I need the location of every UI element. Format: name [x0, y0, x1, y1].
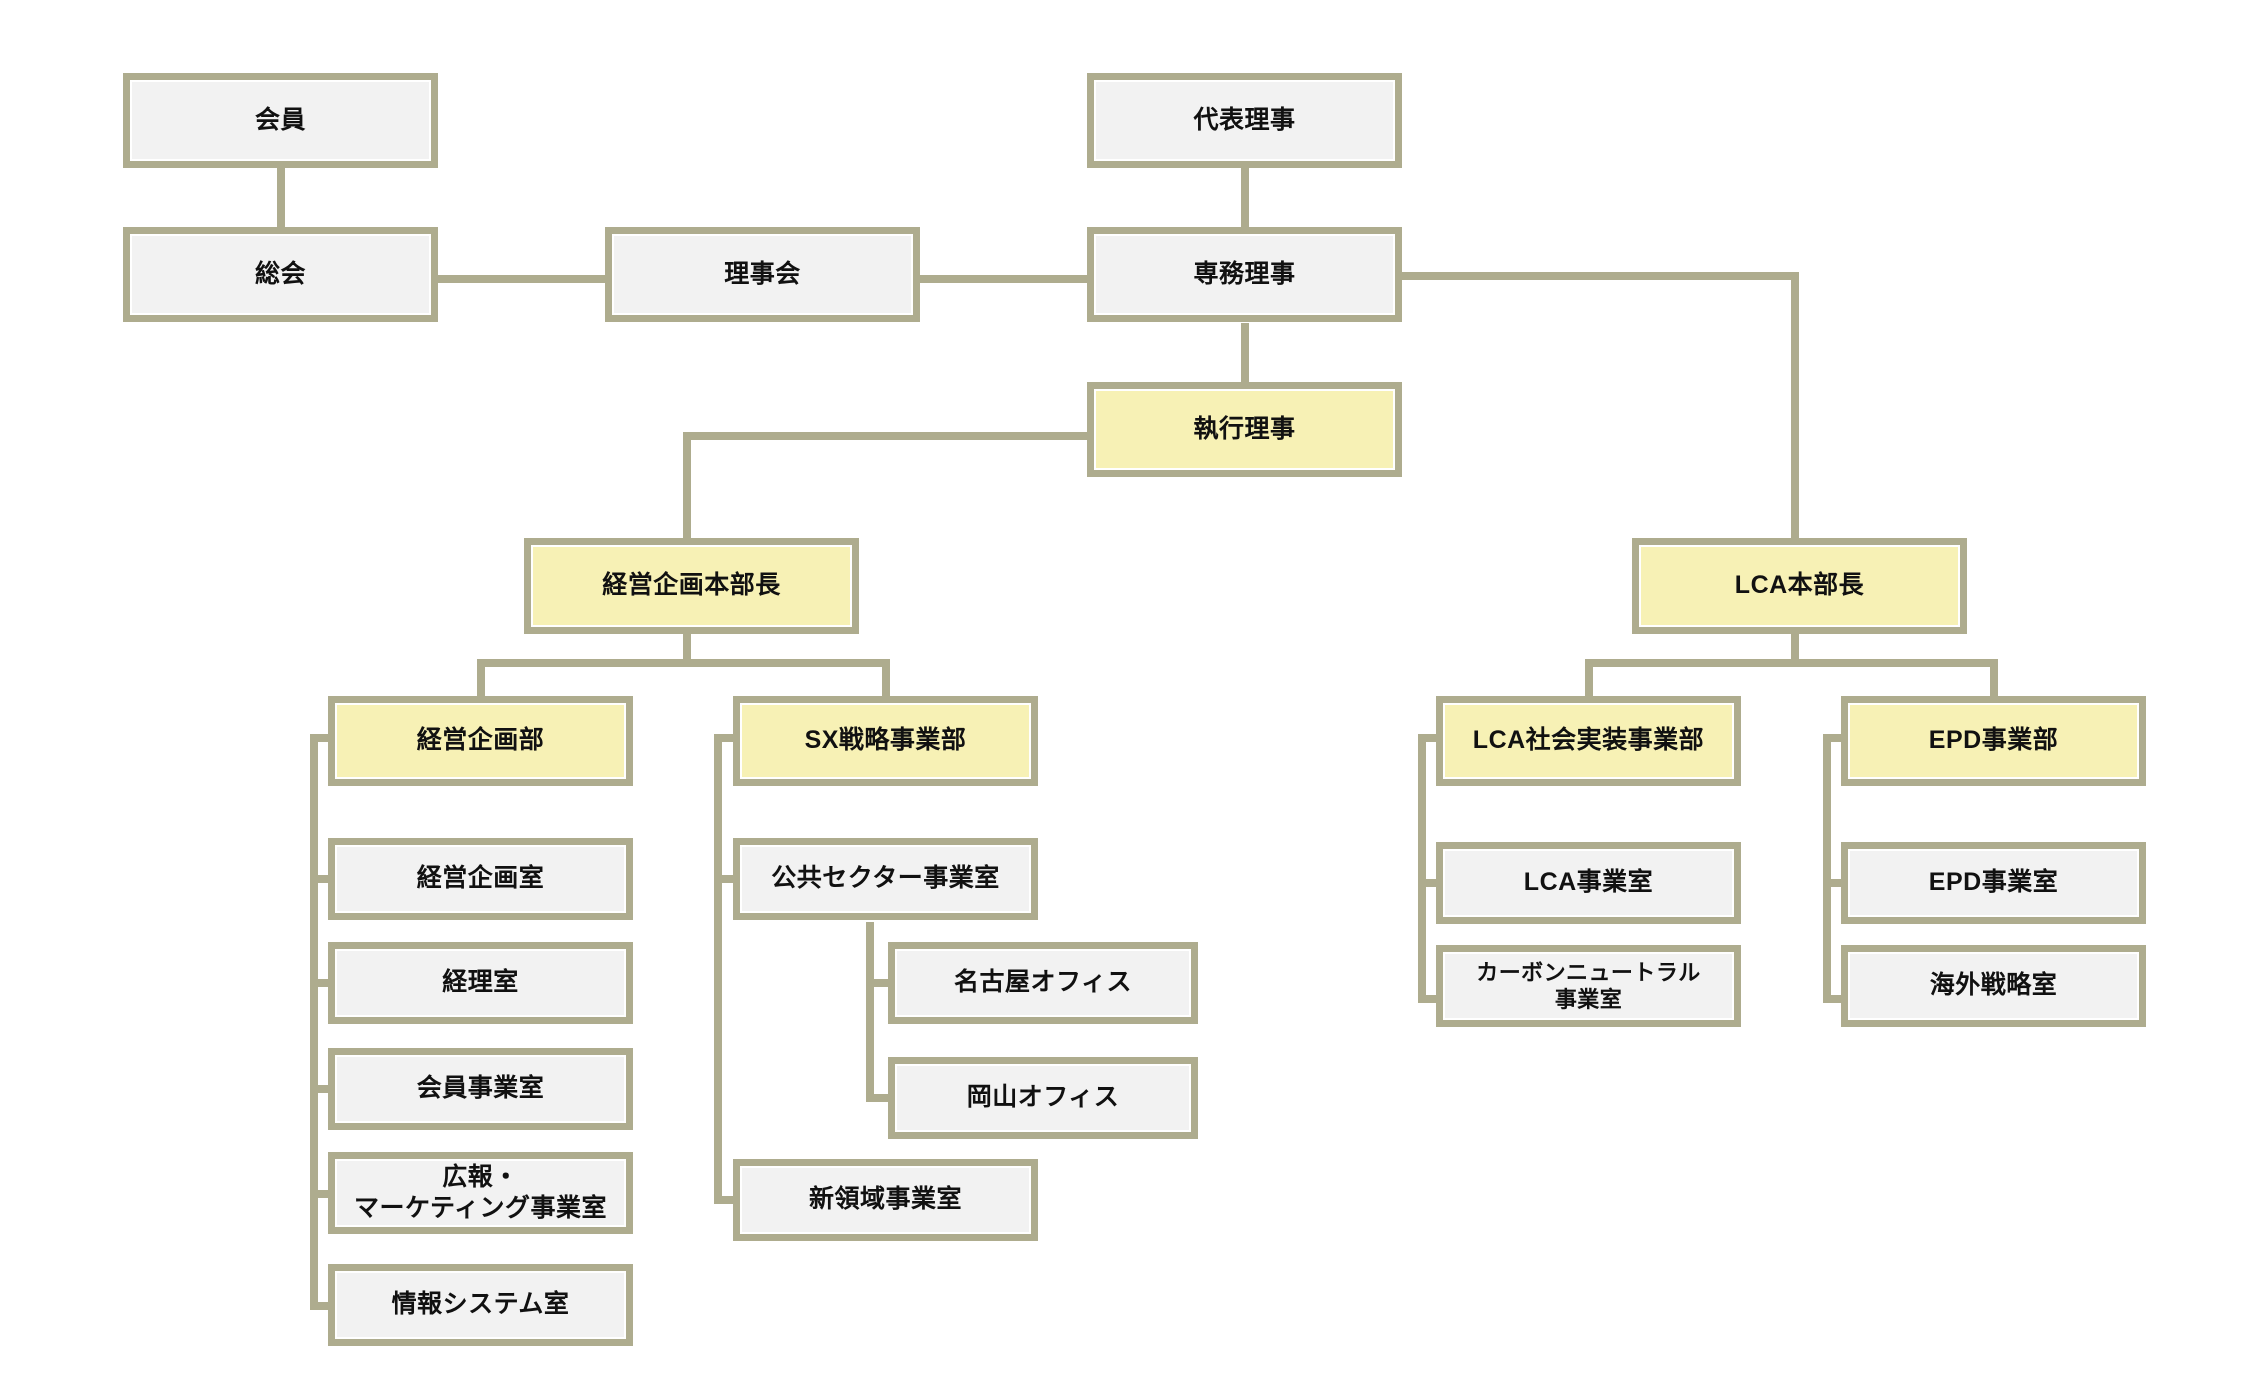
connector-lca-shakai-spine [1418, 738, 1426, 1003]
node-shinryoiki-jigyo-shitsu-label: 新領域事業室 [808, 1185, 962, 1214]
node-shinryoiki-jigyo-shitsu[interactable]: 新領域事業室 [733, 1159, 1038, 1241]
node-epd-jigyobu[interactable]: EPD事業部 [1841, 696, 2146, 786]
node-keiri-shitsu-label: 経理室 [442, 968, 519, 997]
connector-lca-honbu-stem [1791, 633, 1799, 667]
node-epd-jigyobu-label: EPD事業部 [1928, 726, 2059, 755]
node-okayama-office[interactable]: 岡山オフィス [888, 1057, 1198, 1139]
node-keiri-shitsu[interactable]: 経理室 [328, 942, 633, 1024]
connector-senmu-lca-vertical [1791, 272, 1799, 539]
node-nagoya-office-label: 名古屋オフィス [953, 968, 1132, 997]
connector-keiei-honbu-drop-left [477, 659, 485, 696]
node-keiei-kikaku-honbucho[interactable]: 経営企画本部長 [524, 538, 859, 634]
node-kaiin-label: 会員 [254, 105, 306, 134]
connector-shikko-keiei-horizontal [683, 432, 1093, 440]
node-lca-jigyo-shitsu[interactable]: LCA事業室 [1436, 842, 1741, 924]
connector-kaiin-soukai [277, 166, 285, 227]
connector-shikko-keiei-vertical [683, 432, 691, 539]
node-kaigai-senryaku-shitsu-label: 海外戦略室 [1929, 971, 2058, 1000]
node-shikko-riji[interactable]: 執行理事 [1087, 382, 1402, 477]
node-epd-jigyo-shitsu-label: EPD事業室 [1928, 868, 2059, 897]
connector-lca-honbu-bar [1585, 659, 1998, 667]
node-lca-shakai-jissou-jigyobu-label: LCA社会実装事業部 [1472, 726, 1705, 755]
connector-keiei-honbu-drop-right [882, 659, 890, 696]
node-lca-honbucho-label: LCA本部長 [1734, 571, 1865, 600]
connector-lca-honbu-drop-right [1990, 659, 1998, 696]
connector-lca-honbu-drop-left [1585, 659, 1593, 696]
node-kaiin[interactable]: 会員 [123, 73, 438, 168]
node-kaigai-senryaku-shitsu[interactable]: 海外戦略室 [1841, 945, 2146, 1027]
connector-sx-bu-spine [714, 738, 722, 1204]
node-lca-honbucho[interactable]: LCA本部長 [1632, 538, 1967, 634]
node-sx-senryaku-jigyobu-label: SX戦略事業部 [804, 726, 967, 755]
node-keiei-kikaku-bu-label: 経営企画部 [416, 726, 545, 755]
node-keiei-kikaku-shitsu-label: 経営企画室 [416, 864, 545, 893]
node-daihyo-riji-label: 代表理事 [1193, 105, 1296, 134]
node-keiei-kikaku-bu[interactable]: 経営企画部 [328, 696, 633, 786]
connector-kokyo-spine [866, 922, 874, 1102]
connector-senmu-lca-horizontal [1396, 272, 1799, 280]
node-kokyo-sector-jigyo-shitsu[interactable]: 公共セクター事業室 [733, 838, 1038, 920]
node-sx-senryaku-jigyobu[interactable]: SX戦略事業部 [733, 696, 1038, 786]
node-kaiin-jigyo-shitsu[interactable]: 会員事業室 [328, 1048, 633, 1130]
connector-soukai-rijikai [437, 275, 607, 283]
node-kaiin-jigyo-shitsu-label: 会員事業室 [416, 1074, 545, 1103]
connector-keiei-honbu-stem [683, 633, 691, 667]
node-okayama-office-label: 岡山オフィス [966, 1083, 1120, 1112]
connector-epd-bu-spine [1823, 738, 1831, 1003]
node-epd-jigyo-shitsu[interactable]: EPD事業室 [1841, 842, 2146, 924]
node-soukai-label: 総会 [254, 259, 306, 288]
node-carbon-neutral-jigyo-shitsu-label: カーボンニュートラル 事業室 [1476, 959, 1701, 1013]
node-keiei-kikaku-shitsu[interactable]: 経営企画室 [328, 838, 633, 920]
node-nagoya-office[interactable]: 名古屋オフィス [888, 942, 1198, 1024]
node-rijikai[interactable]: 理事会 [605, 227, 920, 322]
node-kokyo-sector-jigyo-shitsu-label: 公共セクター事業室 [771, 864, 1000, 893]
node-daihyo-riji[interactable]: 代表理事 [1087, 73, 1402, 168]
node-lca-shakai-jissou-jigyobu[interactable]: LCA社会実装事業部 [1436, 696, 1741, 786]
node-carbon-neutral-jigyo-shitsu[interactable]: カーボンニュートラル 事業室 [1436, 945, 1741, 1027]
connector-kokyo-stub-1 [866, 1094, 906, 1102]
node-soukai[interactable]: 総会 [123, 227, 438, 322]
connector-keiei-honbu-bar [477, 659, 890, 667]
node-rijikai-label: 理事会 [724, 259, 801, 288]
node-keiei-kikaku-honbucho-label: 経営企画本部長 [602, 571, 781, 600]
connector-rijikai-senmu [919, 275, 1091, 283]
node-shikko-riji-label: 執行理事 [1193, 414, 1296, 443]
connector-senmu-shikko [1241, 323, 1249, 383]
node-koho-marketing-shitsu[interactable]: 広報・ マーケティング事業室 [328, 1152, 633, 1234]
node-lca-jigyo-shitsu-label: LCA事業室 [1523, 868, 1654, 897]
node-joho-system-shitsu-label: 情報システム室 [391, 1290, 570, 1319]
node-joho-system-shitsu[interactable]: 情報システム室 [328, 1264, 633, 1346]
connector-daihyo-senmu [1241, 166, 1249, 227]
connector-keiei-bu-spine [310, 738, 318, 1310]
node-koho-marketing-shitsu-label: 広報・ マーケティング事業室 [353, 1162, 607, 1222]
node-senmu-riji[interactable]: 専務理事 [1087, 227, 1402, 322]
connector-kokyo-stub-0 [866, 979, 906, 987]
node-senmu-riji-label: 専務理事 [1193, 259, 1296, 288]
